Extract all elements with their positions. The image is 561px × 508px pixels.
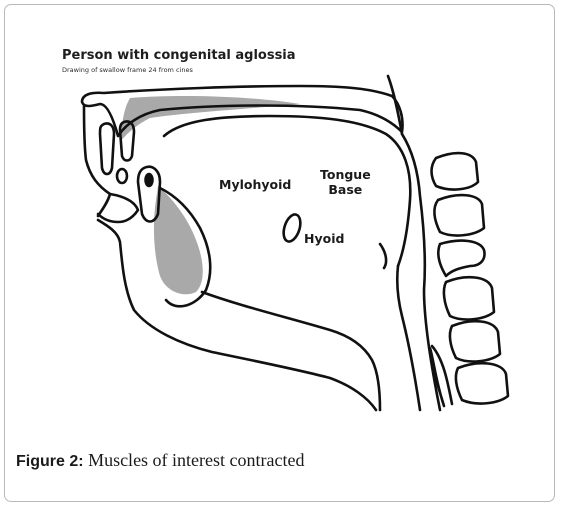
figure-caption-label: Figure 2: <box>16 453 84 470</box>
label-tongue-base-line2: Base <box>328 182 363 197</box>
upper-tooth-2 <box>118 120 136 162</box>
figure-title: Person with congenital aglossia <box>62 48 296 63</box>
vertebra-5 <box>448 319 502 363</box>
label-tongue-base: Tongue Base <box>320 167 371 197</box>
pharyngeal-wall-front <box>395 264 422 412</box>
vertebra-1 <box>430 151 480 191</box>
palate-shading <box>120 96 300 142</box>
figure-subtitle: Drawing of swallow frame 24 from cines <box>62 66 193 74</box>
upper-tooth-root <box>115 167 129 185</box>
vertebra-2 <box>433 193 486 237</box>
lower-incisor-outer <box>136 165 162 223</box>
figure-caption-text: Muscles of interest contracted <box>83 450 305 470</box>
label-tongue-base-line1: Tongue <box>320 167 371 182</box>
airway-inner-2 <box>430 344 454 406</box>
label-hyoid: Hyoid <box>304 231 345 246</box>
vertebra-3 <box>437 239 486 278</box>
hyoid-bone <box>282 213 302 243</box>
aglossia-swallow-diagram <box>80 74 510 412</box>
jaw-inner-line <box>158 186 212 308</box>
figure-caption: Figure 2: Muscles of interest contracted <box>16 450 304 471</box>
upper-tooth <box>98 122 116 176</box>
chin-outline <box>96 218 378 412</box>
upper-lip-line <box>82 104 112 218</box>
palate-outline <box>80 84 404 138</box>
oral-floor-curve <box>200 290 382 412</box>
epiglottis <box>378 242 388 270</box>
label-mylohyoid: Mylohyoid <box>219 177 292 192</box>
vertebra-4 <box>442 275 496 321</box>
tongue-base-outline <box>162 114 412 268</box>
pharynx-back-upper <box>386 74 404 136</box>
mylohyoid-shading <box>153 186 203 295</box>
vertebra-6 <box>454 361 510 405</box>
airway-inner <box>428 346 446 408</box>
lower-lip <box>96 192 140 224</box>
lower-tooth-root <box>144 172 154 188</box>
